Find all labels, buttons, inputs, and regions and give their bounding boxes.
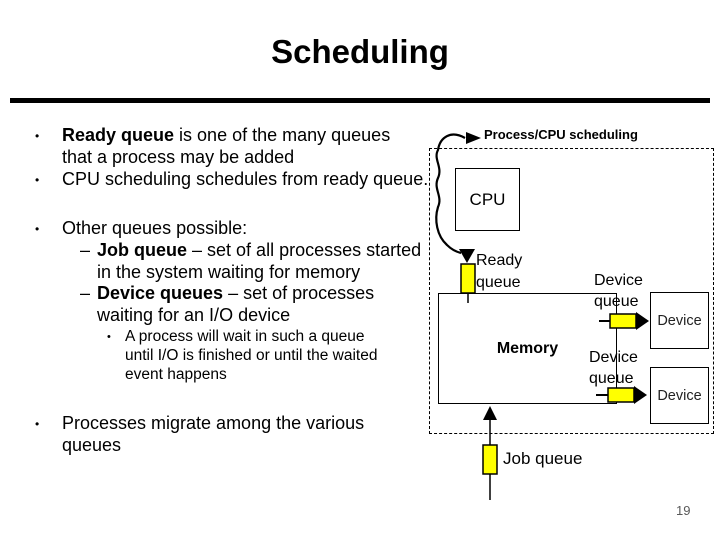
bullet-text: CPU scheduling schedules from ready queu…	[62, 169, 429, 189]
bullet-other-queues: • Other queues possible:	[33, 217, 454, 239]
bullet-text: Other queues possible:	[62, 218, 248, 238]
bullet-icon: •	[35, 222, 40, 236]
bullet-rest: – set of processes waiting for an I/O de…	[97, 283, 375, 325]
sub-bullet-process-wait: • A process will wait in such a queue un…	[105, 327, 430, 384]
ready-queue-label: Ready queue	[476, 252, 523, 291]
bullet-text: Device queues – set of processes waiting…	[97, 282, 442, 326]
bullet-text: Ready queue is one of the many queues th…	[62, 124, 454, 168]
bullet-lead: Ready queue	[62, 125, 175, 145]
device-label-2: Device	[657, 387, 702, 404]
sub-bullet-job-queue: – Job queue – set of all processes start…	[78, 239, 442, 283]
device-box-2: Device	[650, 367, 709, 424]
bullet-text: A process will wait in such a queue unti…	[125, 328, 378, 383]
bullet-icon: •	[35, 417, 40, 431]
dash-icon: –	[80, 283, 91, 303]
title-divider	[10, 98, 710, 103]
bullet-text: Processes migrate among the various queu…	[62, 413, 365, 455]
bullet-lead: Device queues	[97, 283, 224, 303]
device-box-1: Device	[650, 292, 709, 349]
page-number: 19	[676, 503, 691, 518]
bullet-icon: •	[35, 173, 40, 187]
memory-box: Memory	[438, 293, 617, 404]
job-queue-marker	[482, 444, 498, 475]
annotation-label: Process/CPU scheduling	[484, 127, 638, 142]
device-label-1: Device	[657, 312, 702, 329]
bullet-rest: is one of the many queues that a process…	[62, 125, 391, 167]
job-queue-label: Job queue	[503, 449, 583, 468]
memory-label: Memory	[496, 339, 559, 357]
slide-title: Scheduling	[271, 33, 449, 70]
bullet-icon: •	[35, 129, 40, 143]
sub-bullet-device-queues: – Device queues – set of processes waiti…	[78, 282, 442, 326]
bullet-cpu-scheduling: • CPU scheduling schedules from ready qu…	[33, 168, 454, 190]
bullet-lead: Job queue	[97, 240, 188, 260]
dash-icon: –	[80, 240, 91, 260]
scheduling-boundary-box	[429, 148, 714, 434]
bullet-rest: – set of all processes started in the sy…	[97, 240, 422, 282]
arrow-right-icon	[466, 132, 481, 144]
device-queue-label-1: Device queue	[594, 272, 643, 310]
cpu-label: CPU	[469, 189, 506, 209]
bullet-ready-queue: • Ready queue is one of the many queues …	[33, 124, 454, 168]
bullet-processes-migrate: • Processes migrate among the various qu…	[33, 412, 454, 456]
bullet-icon: •	[107, 331, 111, 343]
device-queue-label-2: Device queue	[589, 349, 638, 387]
cpu-box: CPU	[455, 168, 520, 231]
bullet-text: Job queue – set of all processes started…	[97, 239, 442, 283]
